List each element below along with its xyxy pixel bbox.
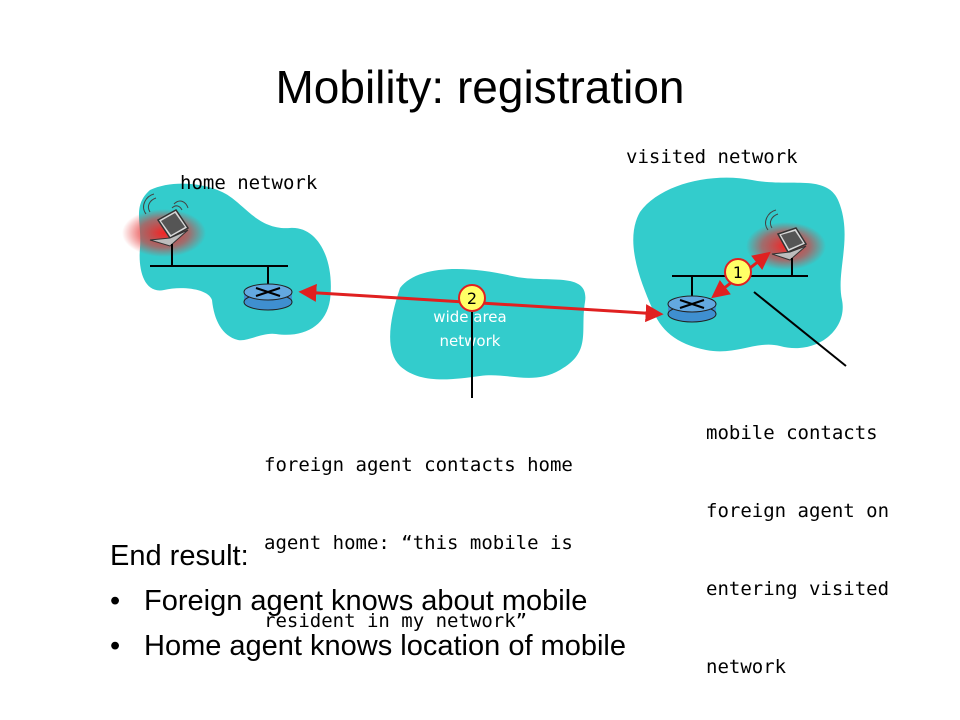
step1-annotation: mobile contacts foreign agent on enterin… <box>706 368 889 720</box>
step1-annotation-line: mobile contacts <box>706 422 878 444</box>
home-lan <box>150 244 288 286</box>
end-result-heading: End result: <box>110 540 249 572</box>
end-result-list: Foreign agent knows about mobile Home ag… <box>110 585 626 663</box>
step1-badge: 1 <box>724 258 752 286</box>
step1-badge-text: 1 <box>733 263 743 282</box>
step2-annotation-line: foreign agent contacts home <box>264 454 573 476</box>
home-router-icon <box>243 283 293 311</box>
step1-annotation-line: entering visited <box>706 578 890 600</box>
step1-annotation-line: foreign agent on <box>706 500 890 522</box>
visited-router-icon <box>667 295 717 323</box>
step2-badge-text: 2 <box>467 289 477 308</box>
wide-area-label-2: network <box>440 332 501 350</box>
step1-annotation-line: network <box>706 656 787 678</box>
step2-annotation-line: agent home: “this mobile is <box>264 532 573 554</box>
list-item: Foreign agent knows about mobile <box>110 585 626 618</box>
list-item: Home agent knows location of mobile <box>110 630 626 663</box>
end-result-section: End result: Foreign agent knows about mo… <box>110 540 626 675</box>
page-title: Mobility: registration <box>275 61 685 113</box>
home-laptop-icon <box>143 193 190 247</box>
visited-laptop-icon <box>765 209 808 261</box>
home-network-cloud <box>139 183 331 341</box>
step2-badge: 2 <box>458 284 486 312</box>
visited-network-label: visited network <box>626 146 798 168</box>
home-mobile-glow <box>122 209 206 257</box>
step1-callout-line <box>753 291 847 367</box>
home-network-label: home network <box>180 172 318 194</box>
